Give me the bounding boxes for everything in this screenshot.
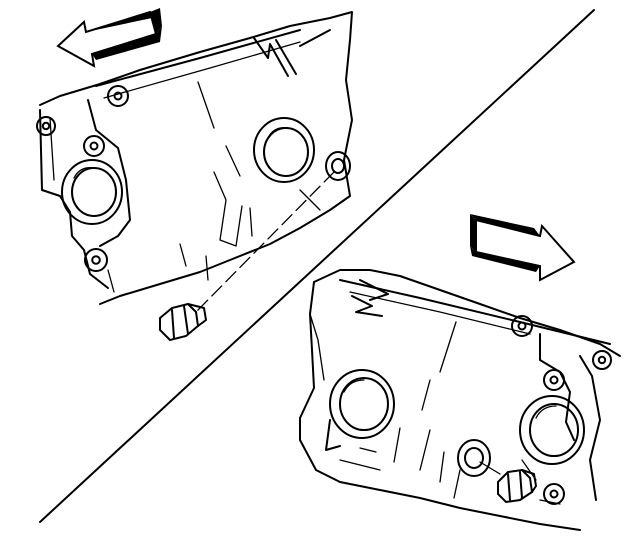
- lower-casting-outline: [299, 269, 621, 419]
- upper-casting-outline: [39, 11, 353, 305]
- bolt-boss-lower: [84, 248, 108, 272]
- bolt-boss-right-upper: [592, 350, 612, 370]
- divider-line: [39, 9, 595, 523]
- lower-port-left: [325, 369, 395, 451]
- lower-plug-hole: [457, 439, 491, 477]
- bolt-boss-right-middle: [543, 369, 565, 391]
- upper-plug-hole: [325, 151, 351, 181]
- upper-port-left: [61, 159, 123, 225]
- bolt-boss-middle: [83, 135, 105, 157]
- bolt-boss-top: [107, 85, 129, 107]
- direction-arrow-right: [470, 214, 576, 282]
- lower-port-right: [519, 395, 585, 465]
- lower-plug: [497, 468, 537, 504]
- direction-arrow-left: [56, 8, 162, 68]
- upper-plug: [159, 302, 207, 342]
- bolt-boss-left: [36, 116, 56, 136]
- lower-right-head-view: [299, 214, 621, 531]
- bolt-boss-right-lower: [543, 483, 565, 505]
- upper-left-head-view: [36, 8, 353, 342]
- bolt-boss-rail: [511, 315, 533, 337]
- leader-line-lower: [479, 461, 501, 475]
- upper-port-right: [253, 117, 315, 183]
- leader-line-upper: [195, 171, 335, 313]
